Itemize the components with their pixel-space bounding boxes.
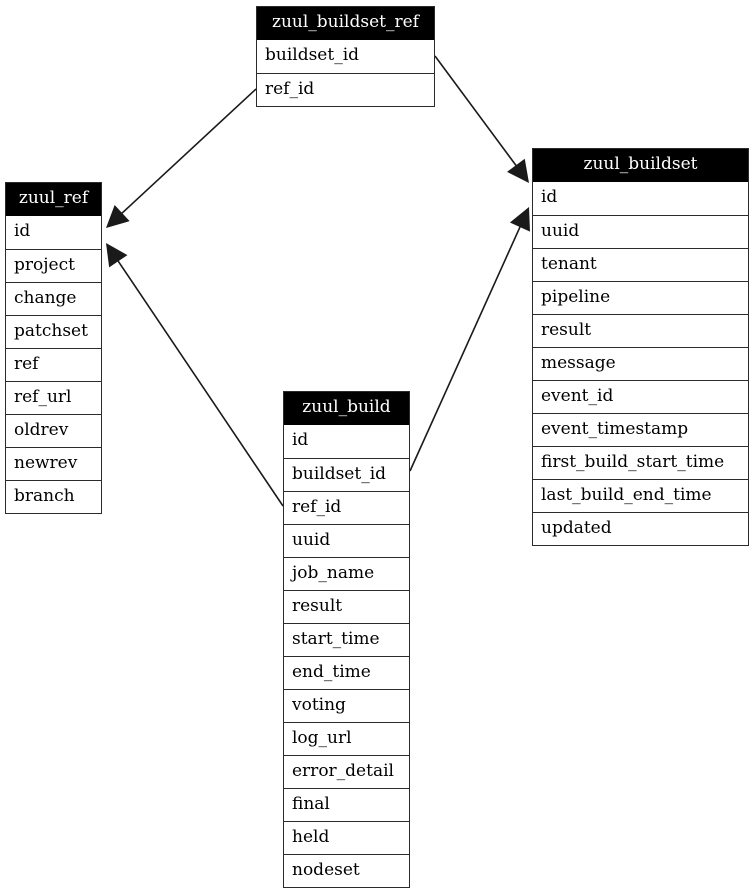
table-title-zuul_build: zuul_build — [284, 392, 409, 425]
table-title-zuul_buildset: zuul_buildset — [533, 149, 748, 182]
table-column-zuul_build-uuid[interactable]: uuid — [284, 524, 409, 557]
table-column-zuul_build-log_url[interactable]: log_url — [284, 722, 409, 755]
table-column-zuul_ref-oldrev[interactable]: oldrev — [6, 414, 101, 447]
edge-buildset-ref-to-ref — [106, 88, 257, 228]
table-column-zuul_build-result[interactable]: result — [284, 590, 409, 623]
table-column-zuul_build-nodeset[interactable]: nodeset — [284, 854, 409, 887]
table-column-zuul_ref-ref[interactable]: ref — [6, 348, 101, 381]
table-column-zuul_build-id[interactable]: id — [284, 425, 409, 458]
table-column-zuul_ref-ref_url[interactable]: ref_url — [6, 381, 101, 414]
table-column-zuul_buildset-first_build_start_time[interactable]: first_build_start_time — [533, 446, 748, 479]
edge-buildset-ref-to-ref-arrowhead — [106, 204, 130, 228]
table-column-zuul_buildset_ref-buildset_id[interactable]: buildset_id — [257, 40, 434, 73]
table-column-zuul_buildset-id[interactable]: id — [533, 182, 748, 215]
edge-buildset-ref-to-buildset-line — [434, 55, 519, 169]
table-column-zuul_ref-id[interactable]: id — [6, 216, 101, 249]
table-column-zuul_build-ref_id[interactable]: ref_id — [284, 491, 409, 524]
table-column-zuul_build-held[interactable]: held — [284, 821, 409, 854]
table-column-zuul_buildset-last_build_end_time[interactable]: last_build_end_time — [533, 479, 748, 512]
edge-build-to-ref-line — [115, 258, 284, 507]
table-column-zuul_buildset_ref-ref_id[interactable]: ref_id — [257, 73, 434, 106]
edge-buildset-ref-to-buildset-arrowhead — [507, 158, 529, 183]
table-column-zuul_build-job_name[interactable]: job_name — [284, 557, 409, 590]
edge-build-to-buildset-arrowhead — [509, 207, 530, 232]
edge-build-to-ref-arrowhead — [106, 243, 128, 268]
edge-buildset-ref-to-ref-line — [119, 88, 257, 216]
table-column-zuul_buildset-result[interactable]: result — [533, 314, 748, 347]
table-column-zuul_ref-project[interactable]: project — [6, 249, 101, 282]
table-column-zuul_build-start_time[interactable]: start_time — [284, 623, 409, 656]
table-column-zuul_buildset-message[interactable]: message — [533, 347, 748, 380]
table-column-zuul_ref-change[interactable]: change — [6, 282, 101, 315]
table-title-zuul_ref: zuul_ref — [6, 183, 101, 216]
edge-build-to-buildset — [409, 207, 530, 472]
table-column-zuul_build-final[interactable]: final — [284, 788, 409, 821]
edge-build-to-buildset-line — [409, 223, 522, 472]
table-column-zuul_build-voting[interactable]: voting — [284, 689, 409, 722]
edge-buildset-ref-to-buildset — [434, 55, 529, 183]
table-column-zuul_build-end_time[interactable]: end_time — [284, 656, 409, 689]
table-column-zuul_buildset-event_id[interactable]: event_id — [533, 380, 748, 413]
table-column-zuul_build-error_detail[interactable]: error_detail — [284, 755, 409, 788]
table-column-zuul_buildset-uuid[interactable]: uuid — [533, 215, 748, 248]
table-column-zuul_build-buildset_id[interactable]: buildset_id — [284, 458, 409, 491]
table-column-zuul_buildset-event_timestamp[interactable]: event_timestamp — [533, 413, 748, 446]
table-column-zuul_ref-branch[interactable]: branch — [6, 480, 101, 513]
table-column-zuul_buildset-updated[interactable]: updated — [533, 512, 748, 545]
table-column-zuul_buildset-pipeline[interactable]: pipeline — [533, 281, 748, 314]
table-column-zuul_buildset-tenant[interactable]: tenant — [533, 248, 748, 281]
table-column-zuul_ref-patchset[interactable]: patchset — [6, 315, 101, 348]
edge-build-to-ref — [106, 243, 284, 507]
table-column-zuul_ref-newrev[interactable]: newrev — [6, 447, 101, 480]
table-title-zuul_buildset_ref: zuul_buildset_ref — [257, 7, 434, 40]
